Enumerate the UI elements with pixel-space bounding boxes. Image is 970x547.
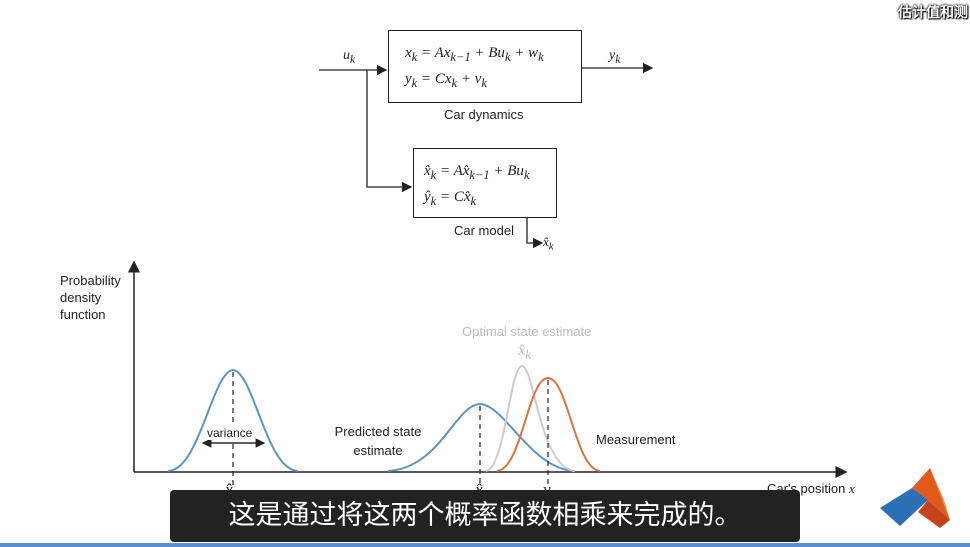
optimal-state-symbol: x̂k [518,342,532,363]
car-model-title: Car model [454,223,514,238]
car-model-box: x̂k = Ax̂k−1 + Buk ŷk = Cx̂k [413,148,557,218]
video-subtitle: 这是通过将这两个概率函数相乘来完成的。 [170,490,800,542]
y-axis-label: Probability density function [60,273,121,322]
car-dynamics-state-equation: xk = Axk−1 + Buk + wk [405,45,544,64]
output-label: yk [609,48,621,66]
channel-watermark: 估计值和测 [898,5,968,21]
car-dynamics-title: Car dynamics [444,107,524,122]
measurement-curve [496,376,601,472]
optimal-state-label: Optimal state estimate [462,324,592,339]
car-dynamics-box: xk = Axk−1 + Buk + wk yk = Cxk + vk [388,30,582,103]
predicted-estimate-curve [387,402,575,472]
car-model-state-equation: x̂k = Ax̂k−1 + Buk [424,163,530,182]
car-model-output-equation: ŷk = Cx̂k [424,189,477,208]
car-dynamics-output-equation: yk = Cxk + vk [405,71,487,90]
model-output-arrow [526,218,544,249]
measurement-label: Measurement [596,432,676,447]
predicted-state-label: Predicted state estimate [334,424,422,458]
input-label: uk [343,48,356,66]
branch-arrow [366,70,413,193]
previous-estimate-curve [167,368,299,472]
model-output-label: x̂k [543,234,554,253]
variance-label: variance [207,426,253,440]
bottom-accent-bar [0,543,970,547]
optimal-estimate-curve [485,364,576,472]
